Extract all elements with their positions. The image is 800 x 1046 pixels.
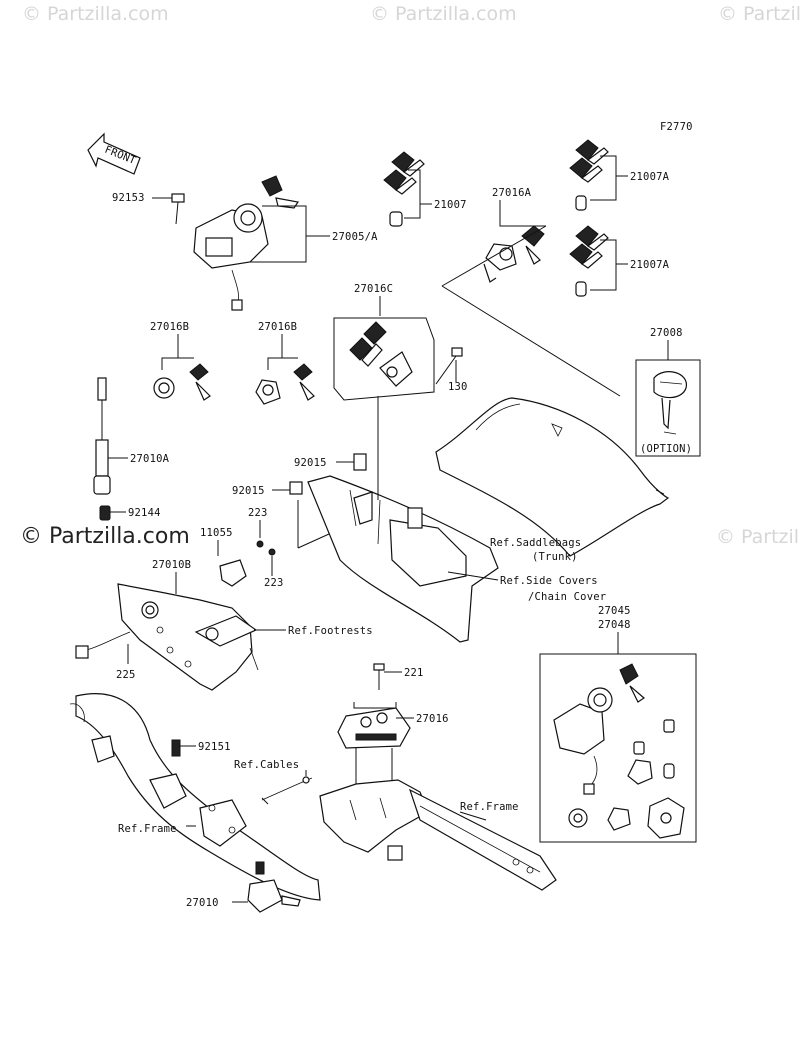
label-ref-side-covers: Ref.Side Covers <box>500 575 598 587</box>
key-set-21007-icon <box>383 151 425 227</box>
side-cover-icon <box>307 475 499 643</box>
option-key-box <box>635 359 701 457</box>
ignition-switch-icon <box>193 175 300 311</box>
main-frame-icon <box>69 693 321 901</box>
label-21007a-lower: 21007A <box>630 259 670 271</box>
label-ref-frame-right: Ref.Frame <box>460 801 519 813</box>
label-92151: 92151 <box>198 741 231 753</box>
label-chain-cover: /Chain Cover <box>528 591 606 603</box>
label-92144: 92144 <box>128 507 161 519</box>
watermark-top-left: © Partzilla.com <box>22 3 169 25</box>
lock-27016c-icon <box>349 321 413 387</box>
switch-27010-icon <box>247 861 301 913</box>
option-key-icon <box>653 371 687 435</box>
bolt-221-icon <box>373 663 385 690</box>
label-ref-footrests: Ref.Footrests <box>288 625 373 637</box>
label-27048: 27048 <box>598 619 631 631</box>
label-27016: 27016 <box>416 713 449 725</box>
bolt-130-icon <box>435 347 463 385</box>
switch-27010a-icon <box>93 377 111 495</box>
lock-27016b-right-icon <box>255 363 315 405</box>
front-arrow-icon: FRONT <box>87 132 141 175</box>
label-27016b-left: 27016B <box>150 321 189 333</box>
label-ref-saddlebags: Ref.Saddlebags <box>490 537 581 549</box>
watermark-top-center: © Partzilla.com <box>370 3 517 25</box>
lock-bracket-27016-icon <box>337 707 411 749</box>
label-27016c: 27016C <box>354 283 393 295</box>
lock-27016b-left-icon <box>153 363 211 401</box>
key-set-21007a-upper-icon <box>569 139 609 211</box>
cable-icon <box>261 776 313 805</box>
label-27010a: 27010A <box>130 453 170 465</box>
rear-frame-icon <box>319 779 557 891</box>
label-225: 225 <box>116 669 136 681</box>
label-27010: 27010 <box>186 897 219 909</box>
screw-92151-icon <box>171 739 181 757</box>
label-92153: 92153 <box>112 192 145 204</box>
label-21007a-upper: 21007A <box>630 171 670 183</box>
label-11055: 11055 <box>200 527 233 539</box>
trunk-body-icon <box>435 397 670 557</box>
label-92015-upper: 92015 <box>294 457 327 469</box>
label-130: 130 <box>448 381 468 393</box>
screw-223-upper-icon <box>256 540 264 548</box>
label-27005a: 27005/A <box>332 231 378 243</box>
lock-kit-icon <box>553 663 685 839</box>
option-label: (OPTION) <box>640 443 692 455</box>
clip-92015-upper-icon <box>353 453 367 471</box>
label-trunk: (Trunk) <box>532 551 578 563</box>
label-ref-frame-left: Ref.Frame <box>118 823 177 835</box>
figure-code: F2770 <box>660 121 693 133</box>
clip-92015-lower-icon <box>289 481 303 495</box>
footrest-bracket-icon <box>75 583 259 691</box>
label-27016b-right: 27016B <box>258 321 297 333</box>
label-27010b: 27010B <box>152 559 191 571</box>
label-27008: 27008 <box>650 327 683 339</box>
spring-92144-icon <box>99 505 111 521</box>
label-27045: 27045 <box>598 605 631 617</box>
label-27016a: 27016A <box>492 187 532 199</box>
screw-223-lower-icon <box>268 548 276 556</box>
label-221: 221 <box>404 667 424 679</box>
label-92015-lower: 92015 <box>232 485 265 497</box>
bracket-11055-icon <box>219 559 247 587</box>
watermark-top-right: © Partzilla.com <box>718 3 800 25</box>
key-set-21007a-lower-icon <box>569 225 609 297</box>
label-21007: 21007 <box>434 199 467 211</box>
lock-kit-box <box>539 653 697 843</box>
lock-27016a-icon <box>483 225 545 283</box>
label-223-upper: 223 <box>248 507 268 519</box>
label-ref-cables: Ref.Cables <box>234 759 299 771</box>
label-223-lower: 223 <box>264 577 284 589</box>
watermark-mid-left: © Partzilla.com <box>20 524 190 549</box>
bolt-92153-icon <box>171 193 185 225</box>
watermark-mid-right: © Partzilla.com <box>716 526 800 548</box>
